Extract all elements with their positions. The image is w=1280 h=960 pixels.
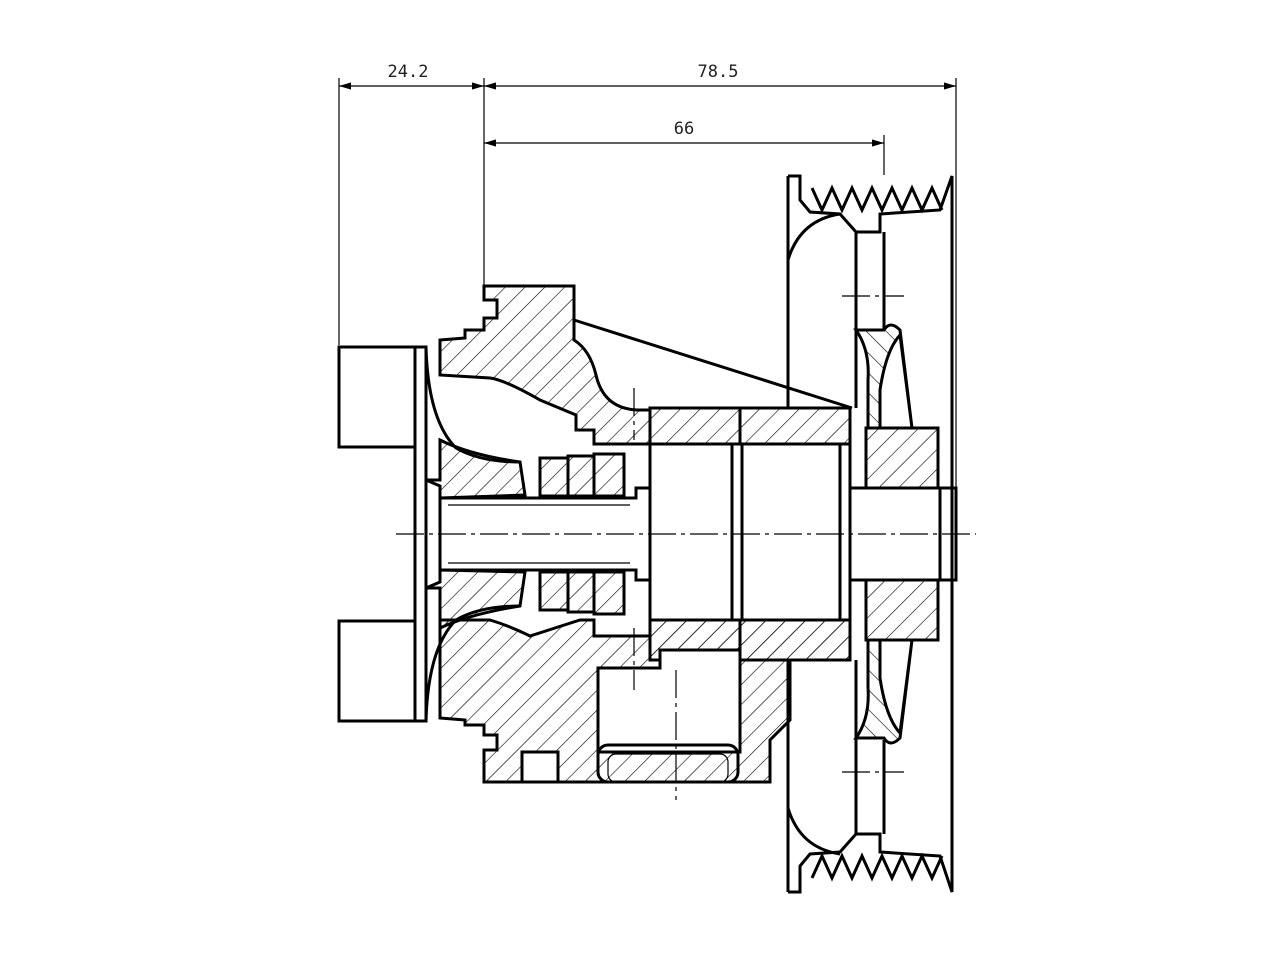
mechanical-seal-lower (538, 570, 626, 616)
seal-ring-upper-b (566, 454, 596, 498)
dim-label-left-width: 24.2 (388, 62, 429, 82)
seal-ring-lower-b (566, 570, 596, 614)
housing-top-edge (573, 318, 853, 410)
housing-upper-flange (438, 284, 652, 446)
pump-housing (438, 284, 853, 784)
impeller-curve-upper (424, 346, 521, 464)
bearing-sleeve-upper (648, 406, 852, 446)
shaft-assembly (438, 442, 958, 622)
pulley-hub-lower (864, 578, 940, 642)
mechanical-seal-upper (538, 452, 626, 498)
pulley-groove-profile-upper (810, 184, 944, 214)
pulley-rim-lower (788, 806, 954, 894)
housing-lower-pocket (520, 750, 560, 784)
pulley-groove-profile-lower (810, 852, 944, 882)
pulley-fillet-lower (786, 807, 841, 856)
seal-ring-upper-c (592, 452, 626, 498)
seal-ring-upper-a (538, 456, 570, 498)
dim-label-overall-length: 78.5 (698, 62, 739, 82)
pulley (786, 174, 954, 894)
seal-ring-lower-a (538, 570, 570, 612)
seal-ring-lower-c (592, 570, 626, 616)
pulley-hub-upper (864, 426, 940, 490)
centerlines (396, 295, 976, 800)
impeller-hub-upper (425, 437, 527, 500)
impeller-vane-upper (337, 345, 417, 449)
pulley-fillet-upper (786, 212, 841, 261)
impeller (337, 345, 527, 723)
dimension-group: 24.2 78.5 66 (338, 62, 957, 488)
pulley-web-upper (853, 323, 914, 430)
dim-label-pulley-offset: 66 (674, 119, 694, 139)
bearing-cartridge (648, 442, 852, 622)
pulley-web-lower (853, 638, 914, 745)
impeller-vane-lower (337, 619, 417, 723)
